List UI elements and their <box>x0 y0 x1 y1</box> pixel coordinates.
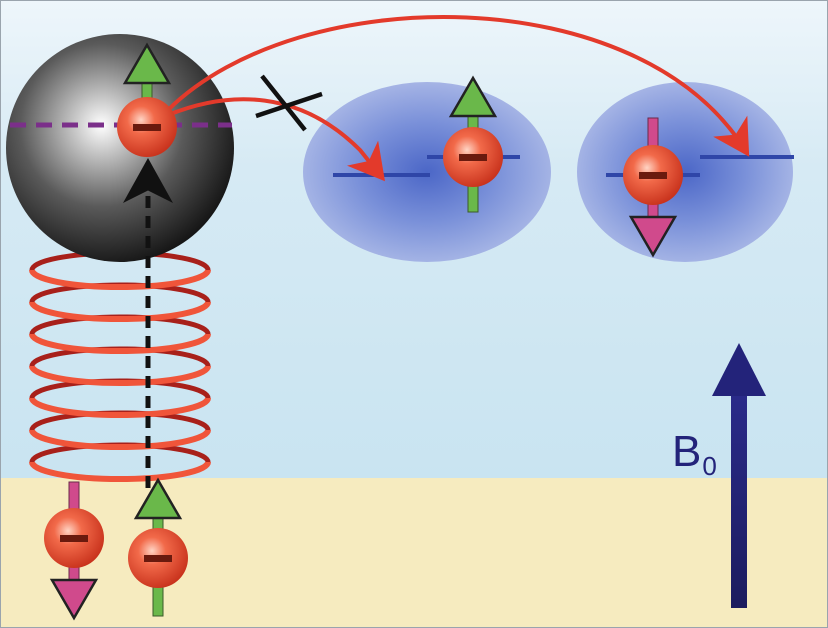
coil-loop-front <box>29 269 211 290</box>
field-arrow <box>712 343 766 608</box>
minus-sign-icon <box>60 535 88 542</box>
coil-loop-front <box>29 365 211 386</box>
ground-electron-left <box>44 508 104 568</box>
ground-region <box>0 478 828 628</box>
coil-loop-front <box>29 397 211 418</box>
coil-loop-front <box>29 301 211 322</box>
blocked-transfer-arrow <box>167 97 385 182</box>
tip-electron <box>117 97 177 157</box>
tip-sphere <box>6 34 234 262</box>
coil-loop-front <box>29 461 211 482</box>
minus-sign-icon <box>133 124 161 131</box>
coil-loop-front <box>29 429 211 450</box>
dot-left-electron <box>443 127 503 187</box>
field-label: B0 <box>672 427 717 481</box>
quantum-dot-right <box>577 82 793 262</box>
minus-sign-icon <box>144 555 172 562</box>
allowed-transfer-arrow <box>166 15 750 157</box>
quantum-dot-left <box>303 82 551 262</box>
minus-sign-icon <box>459 154 487 161</box>
dot-right-electron <box>623 145 683 205</box>
minus-sign-icon <box>639 172 667 179</box>
ground-electron-right <box>128 528 188 588</box>
coil-loop-front <box>29 333 211 354</box>
blocked-cross-icon <box>255 74 323 132</box>
